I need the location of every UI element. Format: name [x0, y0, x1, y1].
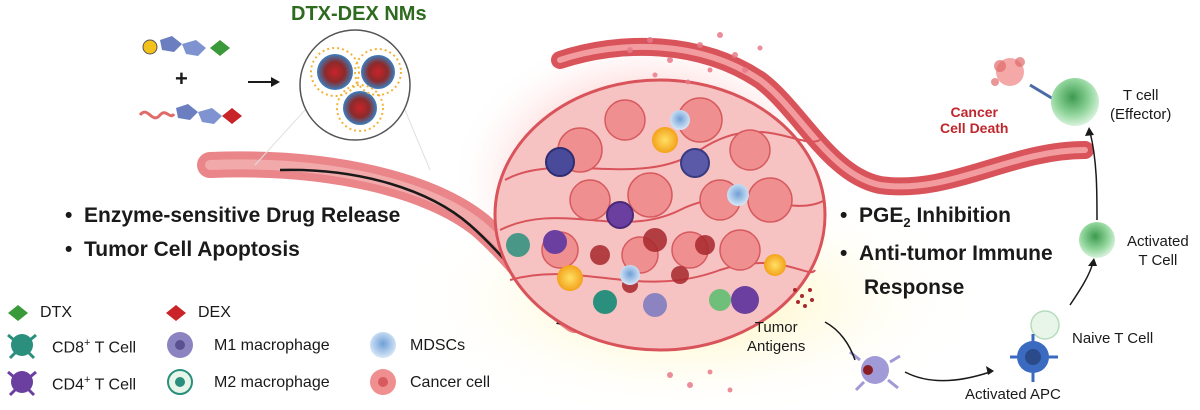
bullet-dot: • [65, 238, 84, 261]
activated-apc [1010, 334, 1058, 382]
cancer-death-cluster [991, 57, 1025, 86]
cd4-suffix: T Cell [90, 376, 136, 393]
pge-suffix: Inhibition [911, 204, 1011, 227]
diagram-title: DTX-DEX NMs [291, 3, 427, 26]
cancer-death-line1: Cancer [940, 104, 1008, 120]
cd4-text: CD4 [52, 376, 84, 393]
naive-t-cell-label: Naive T Cell [1072, 330, 1153, 347]
legend-cd4-label: CD4+ T Cell [52, 374, 136, 394]
dex-conjugate-icon [140, 104, 242, 124]
cancer-death-line2: Cell Death [940, 120, 1008, 136]
bullet-text: Enzyme-sensitive Drug Release [84, 204, 400, 227]
plus-sign: + [175, 66, 188, 92]
legend-dex-label: DEX [198, 304, 231, 322]
t-cell-line2: (Effector) [1110, 105, 1171, 124]
activated-apc-label: Activated APC [965, 386, 1061, 403]
activated-t-line2: T Cell [1127, 251, 1189, 270]
tumor-mass [495, 80, 825, 350]
assembly-arrow-head [271, 77, 280, 87]
immune-text-line1: Anti-tumor Immune [859, 242, 1053, 265]
activated-t-cell-label: Activated T Cell [1127, 232, 1189, 270]
arrow-head-2 [1088, 258, 1097, 266]
tumor-antigens-label: Tumor Antigens [747, 318, 805, 356]
cd8-text: CD8 [52, 339, 84, 356]
bullet-text: Tumor Cell Apoptosis [84, 238, 300, 261]
right-bullet-immune-line2: Response [864, 276, 964, 300]
legend-m1-label: M1 macrophage [214, 337, 330, 355]
legend-mdsc-icon [370, 332, 396, 358]
t-cell-effector-label: T cell (Effector) [1110, 86, 1171, 124]
cd8-suffix: T Cell [90, 339, 136, 356]
legend-cd8-icon [8, 334, 36, 358]
legend-m2-label: M2 macrophage [214, 374, 330, 392]
left-bullet-2: • Tumor Cell Apoptosis [65, 238, 300, 262]
bullet-dot: • [840, 242, 859, 265]
activated-t-line1: Activated [1127, 232, 1189, 251]
legend-m2-icon [168, 370, 192, 394]
naive-to-activated-arrow [1070, 262, 1093, 305]
legend-dtx-icon [8, 305, 28, 321]
tumor-antigens-line2: Antigens [747, 337, 805, 356]
left-bullet-1: • Enzyme-sensitive Drug Release [65, 204, 400, 228]
naive-t-cell [1031, 311, 1059, 339]
dtx-conjugate-icon [143, 36, 230, 56]
tumor-antigens-line1: Tumor [747, 318, 805, 337]
right-bullet-pge2: • PGE2 Inhibition [840, 204, 1011, 230]
tcell-contact-line [1030, 85, 1055, 100]
pge-subscript: 2 [903, 215, 910, 230]
legend-cd8-label: CD8+ T Cell [52, 337, 136, 357]
legend-dex-icon [166, 305, 186, 321]
pge-text: PGE [859, 204, 903, 227]
legend-cd4-icon [8, 371, 36, 395]
legend-dtx-label: DTX [40, 304, 72, 322]
legend-m1-icon [167, 332, 193, 358]
legend-cancer-cell-icon [370, 369, 396, 395]
t-cell-line1: T cell [1110, 86, 1171, 105]
inset-zoom-line-b [405, 110, 430, 170]
activated-t-cell [1079, 222, 1115, 258]
bullet-dot: • [840, 204, 859, 227]
legend-mdsc-label: MDSCs [410, 337, 465, 355]
right-bullet-immune: • Anti-tumor Immune [840, 242, 1053, 266]
legend-cancer-cell-label: Cancer cell [410, 374, 490, 392]
cancer-death-label: Cancer Cell Death [940, 104, 1008, 136]
arrow-head-3 [1085, 127, 1094, 136]
effector-t-cell [1051, 78, 1099, 126]
bullet-dot: • [65, 204, 84, 227]
